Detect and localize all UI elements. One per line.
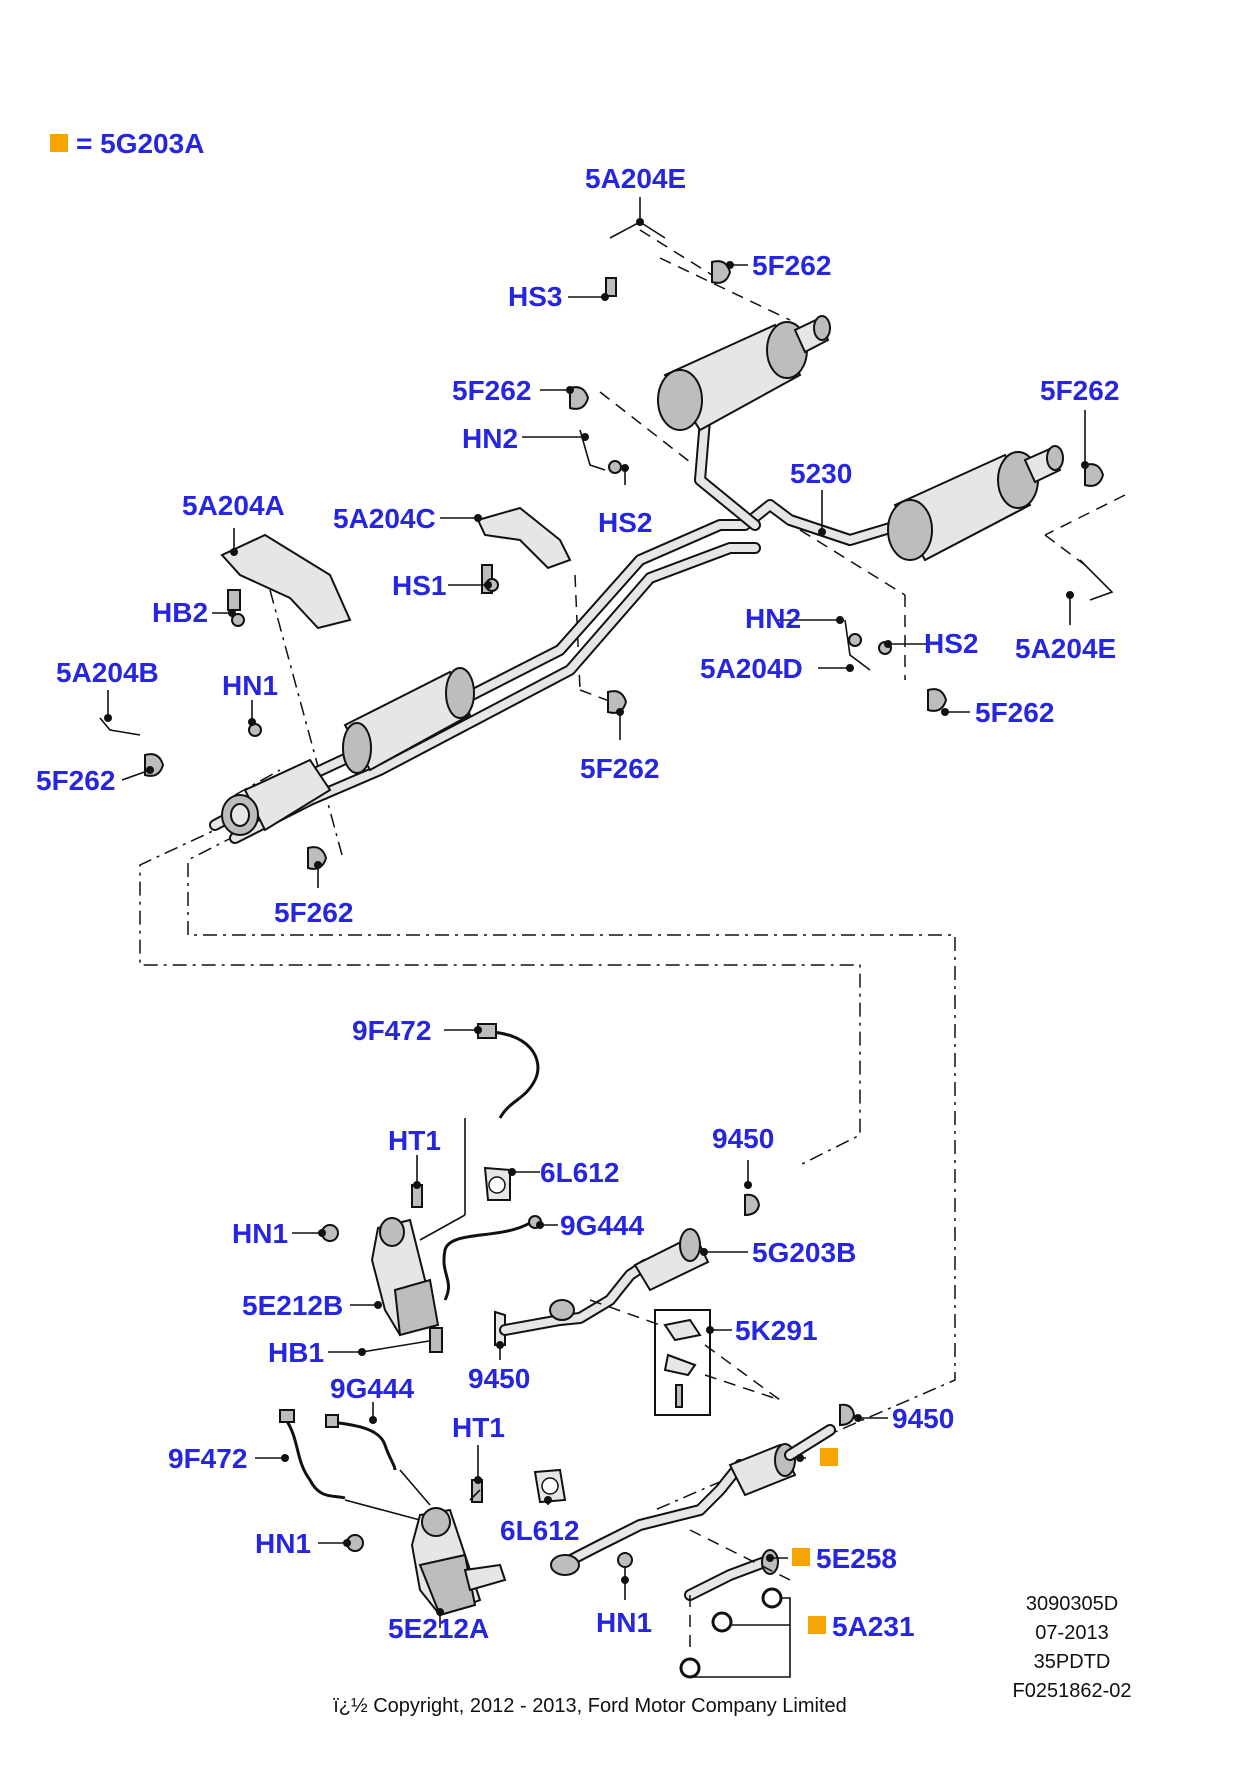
label-HN1-c: HN1	[255, 1528, 311, 1559]
label-HN2-b: HN2	[745, 603, 801, 634]
marker-5E258	[792, 1548, 810, 1566]
label-5A204C: 5A204C	[333, 503, 436, 534]
label-HN1-a: HN1	[222, 670, 278, 701]
marker-5G203A-resonator	[820, 1448, 838, 1466]
label-9F472-a: 9F472	[352, 1015, 431, 1046]
meta-line-2: 07-2013	[1035, 1622, 1108, 1644]
label-HS1: HS1	[392, 570, 446, 601]
lower-assembly	[279, 1023, 856, 1679]
label-9450-c: 9450	[892, 1403, 954, 1434]
front-catalyst-section	[221, 758, 332, 836]
label-9G444-a: 9G444	[560, 1210, 644, 1241]
label-9450-a: 9450	[712, 1123, 774, 1154]
legend-text: = 5G203A	[76, 128, 204, 159]
label-5A204B: 5A204B	[56, 657, 159, 688]
legend: = 5G203A	[50, 128, 204, 159]
copyright-notice: ï¿½ Copyright, 2012 - 2013, Ford Motor C…	[333, 1695, 847, 1717]
label-9F472-b: 9F472	[168, 1443, 247, 1474]
label-5F262-e: 5F262	[36, 765, 115, 796]
label-HN1-d: HN1	[596, 1607, 652, 1638]
label-HS2-a: HS2	[598, 507, 652, 538]
label-HT1-a: HT1	[388, 1125, 441, 1156]
label-5E212A: 5E212A	[388, 1613, 489, 1644]
label-9G444-b: 9G444	[330, 1373, 414, 1404]
part-labels: 5A204E 5F262 HS3 5F262 5F262 HN2 5230 HS…	[36, 163, 1119, 1644]
upper-connection-lines	[139, 229, 1126, 1511]
label-5F262-g: 5F262	[274, 897, 353, 928]
label-5G203B: 5G203B	[752, 1237, 856, 1268]
label-5A204D: 5A204D	[700, 653, 803, 684]
leader-lines	[104, 197, 1089, 1628]
label-5A204E-top: 5A204E	[585, 163, 686, 194]
label-HN2-a: HN2	[462, 423, 518, 454]
left-rear-muffler	[657, 315, 831, 432]
legend-marker	[50, 134, 68, 152]
meta-line-4: F0251862-02	[1013, 1680, 1132, 1702]
label-5F262-c: 5F262	[1040, 375, 1119, 406]
label-6L612-a: 6L612	[540, 1157, 619, 1188]
center-resonator	[342, 667, 475, 774]
label-5A204E-right: 5A204E	[1015, 633, 1116, 664]
label-5F262-d: 5F262	[975, 697, 1054, 728]
label-5A231: 5A231	[832, 1611, 915, 1642]
drawing-meta: 3090305D 07-2013 35PDTD F0251862-02	[1013, 1593, 1132, 1702]
label-HT1-b: HT1	[452, 1412, 505, 1443]
label-HB1: HB1	[268, 1337, 324, 1368]
marker-5A231	[808, 1616, 826, 1634]
label-5E258: 5E258	[816, 1543, 897, 1574]
label-5K291: 5K291	[735, 1315, 818, 1346]
label-HS2-b: HS2	[924, 628, 978, 659]
label-5F262-a: 5F262	[752, 250, 831, 281]
label-HS3: HS3	[508, 281, 562, 312]
meta-line-1: 3090305D	[1026, 1593, 1118, 1615]
label-5A204A: 5A204A	[182, 490, 285, 521]
meta-line-3: 35PDTD	[1034, 1651, 1111, 1673]
label-HB2: HB2	[152, 597, 208, 628]
label-5E212B: 5E212B	[242, 1290, 343, 1321]
label-HN1-b: HN1	[232, 1218, 288, 1249]
label-5230: 5230	[790, 458, 852, 489]
label-6L612-b: 6L612	[500, 1515, 579, 1546]
label-9450-b: 9450	[468, 1363, 530, 1394]
label-5F262-f: 5F262	[580, 753, 659, 784]
right-rear-muffler	[887, 445, 1064, 562]
label-5F262-b: 5F262	[452, 375, 531, 406]
orange-markers	[792, 1448, 838, 1634]
